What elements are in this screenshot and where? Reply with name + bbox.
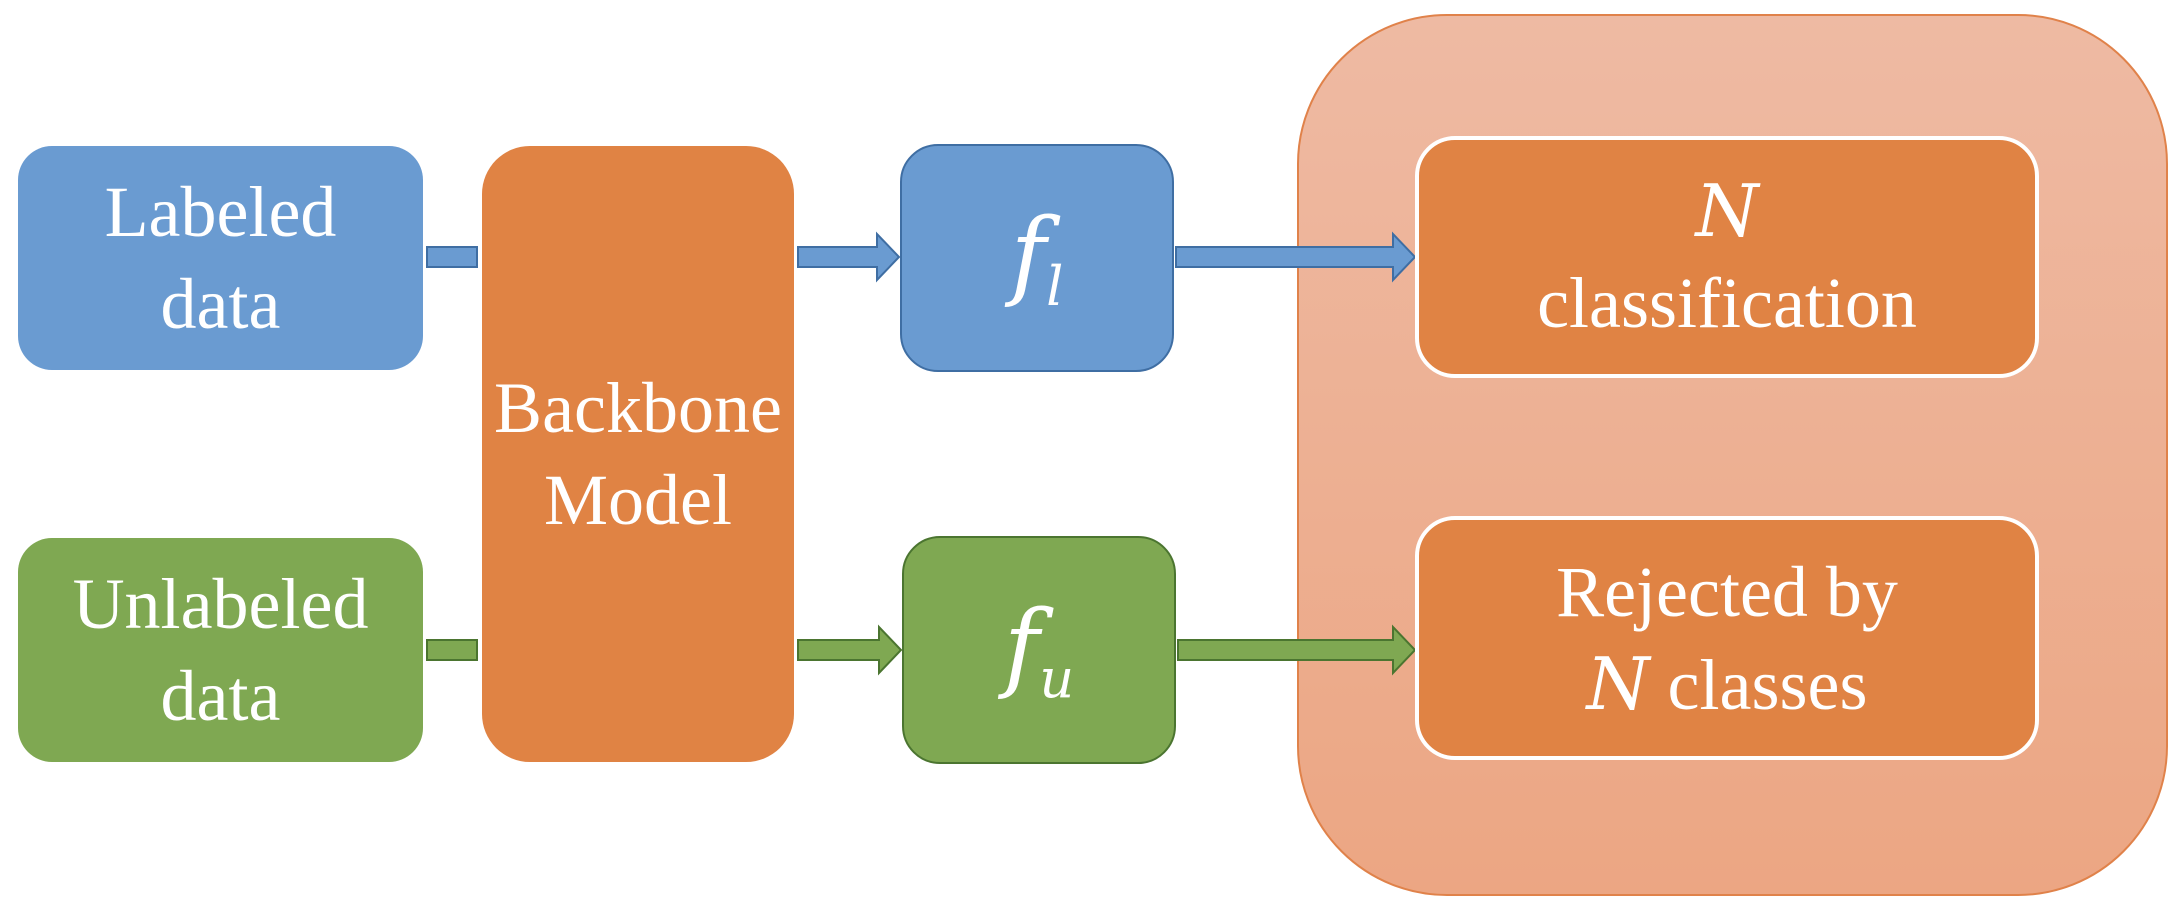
labeled-feature-f: f	[1010, 198, 1047, 310]
labeled-data-line2: data	[160, 264, 281, 344]
labeled-feature-symbol: fl	[1011, 198, 1064, 318]
rejected-line2: N classes	[1587, 638, 1868, 731]
labeled-feature-box: fl	[900, 144, 1174, 372]
n-classification-box: N classification	[1415, 136, 2039, 378]
rejected-n-var: N	[1586, 641, 1650, 726]
backbone-line2: Model	[544, 460, 732, 540]
backbone-line1: Backbone	[494, 368, 782, 448]
labeled-data-line1: Labeled	[104, 172, 337, 252]
unlabeled-data-box: Unlabeled data	[18, 538, 423, 762]
arrow-unlabeled-to-backbone	[426, 639, 478, 661]
rejected-line1: Rejected by	[1556, 551, 1898, 632]
rejected-classes-text: classes	[1667, 644, 1868, 725]
arrow-fl-to-classification	[1175, 231, 1417, 283]
unlabeled-feature-symbol: fu	[1004, 590, 1074, 710]
backbone-model-box: Backbone Model	[482, 146, 794, 762]
unlabeled-feature-subscript: u	[1039, 647, 1075, 710]
unlabeled-data-line2: data	[160, 656, 281, 736]
labeled-data-box: Labeled data	[18, 146, 423, 370]
rejected-box: Rejected by N classes	[1415, 516, 2039, 760]
unlabeled-data-line1: Unlabeled	[72, 564, 369, 644]
arrow-fu-to-rejected	[1177, 624, 1417, 676]
arrow-backbone-to-fu	[797, 624, 903, 676]
arrow-labeled-to-backbone	[426, 246, 478, 268]
classification-n-var: N	[1695, 169, 1759, 253]
classification-text: classification	[1537, 263, 1917, 343]
unlabeled-feature-box: fu	[902, 536, 1176, 764]
arrow-backbone-to-fl	[797, 231, 901, 283]
labeled-feature-subscript: l	[1046, 255, 1064, 318]
unlabeled-feature-f: f	[1003, 590, 1040, 702]
